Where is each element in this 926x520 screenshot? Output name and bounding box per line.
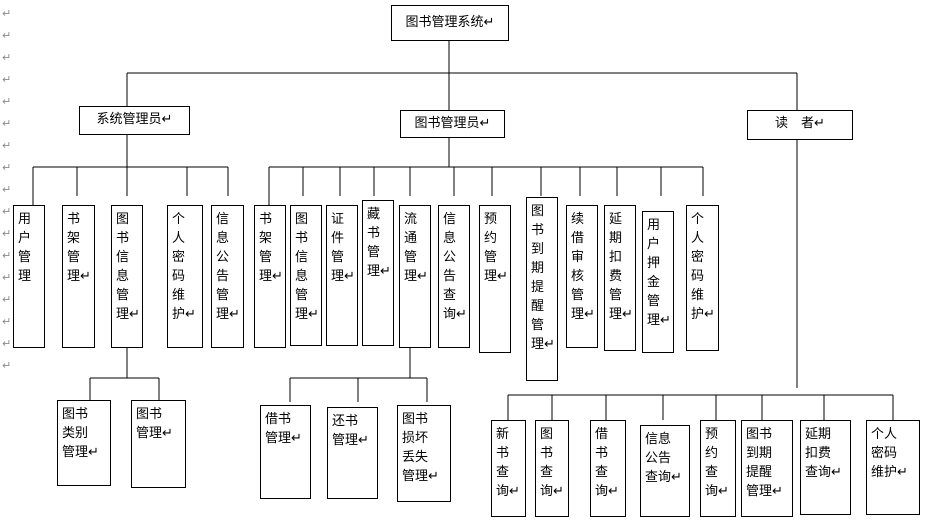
module-due-reminder-mgmt: 图 书 到 期 提 醒 管 理↵ — [526, 197, 558, 381]
module-reader-notice-query: 信息 公告 查询↵ — [640, 425, 690, 517]
module-card-mgmt: 证 件 管 理↵ — [326, 205, 358, 346]
module-book-category-mgmt: 图书 类别 管理↵ — [57, 400, 111, 486]
module-borrow-query: 借 书 查 询↵ — [590, 420, 626, 517]
paragraph-mark: ↵ — [2, 29, 12, 42]
paragraph-mark: ↵ — [2, 73, 12, 86]
role-librarian: 图书管理员↵ — [400, 110, 505, 138]
module-circulation-mgmt: 流 通 管 理↵ — [399, 205, 431, 348]
paragraph-mark: ↵ — [2, 271, 12, 284]
module-shelf-mgmt: 书 架 管 理↵ — [62, 205, 95, 348]
module-overdue-fee-mgmt: 延 期 扣 费 管 理↵ — [604, 205, 636, 351]
root-node: 图书管理系统↵ — [391, 5, 509, 41]
paragraph-mark: ↵ — [2, 95, 12, 108]
paragraph-mark: ↵ — [2, 315, 12, 328]
paragraph-mark: ↵ — [2, 205, 12, 218]
module-reservation-query: 预 约 查 询↵ — [700, 420, 736, 517]
paragraph-mark: ↵ — [2, 139, 12, 152]
module-book-info-mgmt: 图 书 信 息 管 理↵ — [111, 205, 143, 348]
paragraph-mark: ↵ — [2, 293, 12, 306]
module-damage-loss-mgmt: 图书 损坏 丢失 管理↵ — [397, 405, 451, 502]
module-renew-review: 续 借 审 核 管 理↵ — [566, 205, 598, 348]
paragraph-mark: ↵ — [2, 359, 12, 372]
module-new-book-query: 新 书 查 询↵ — [491, 420, 526, 517]
module-overdue-fee-query: 延期 扣费 查询↵ — [800, 420, 851, 515]
module-return-mgmt: 还书 管理↵ — [327, 407, 378, 499]
paragraph-mark: ↵ — [2, 7, 12, 20]
module-notice-query: 信 息 公 告 查 询↵ — [438, 205, 470, 348]
module-book-query: 图 书 查 询↵ — [535, 420, 569, 517]
paragraph-mark: ↵ — [2, 161, 12, 174]
paragraph-mark: ↵ — [2, 117, 12, 130]
module-user-mgmt: 用 户 管 理 — [13, 205, 45, 348]
paragraph-mark: ↵ — [2, 249, 12, 262]
paragraph-mark: ↵ — [2, 227, 12, 240]
module-password: 个 人 密 码 维 护↵ — [167, 205, 203, 348]
module-reservation-mgmt: 预 约 管 理↵ — [479, 205, 511, 353]
paragraph-mark: ↵ — [2, 337, 12, 350]
module-notice-mgmt: 信 息 公 告 管 理↵ — [211, 205, 244, 348]
role-sysadmin: 系统管理员↵ — [79, 106, 190, 135]
module-reader-due-reminder-mgmt: 图书 到期 提醒 管理↵ — [741, 420, 793, 517]
module-reader-password: 个人 密码 维护↵ — [866, 420, 920, 515]
module-borrow-mgmt: 借书 管理↵ — [260, 405, 311, 499]
paragraph-mark: ↵ — [2, 183, 12, 196]
module-lib-book-info-mgmt: 图 书 信 息 管 理↵ — [290, 205, 322, 346]
module-deposit-mgmt: 用 户 押 金 管 理↵ — [642, 211, 674, 353]
module-lib-shelf-mgmt: 书 架 管 理↵ — [254, 205, 286, 348]
module-book-mgmt: 图书 管理↵ — [131, 400, 186, 488]
module-collection-mgmt: 藏 书 管 理↵ — [362, 200, 394, 346]
role-reader: 读 者↵ — [747, 110, 853, 140]
module-lib-password: 个 人 密 码 维 护↵ — [686, 205, 719, 351]
paragraph-mark: ↵ — [2, 51, 12, 64]
